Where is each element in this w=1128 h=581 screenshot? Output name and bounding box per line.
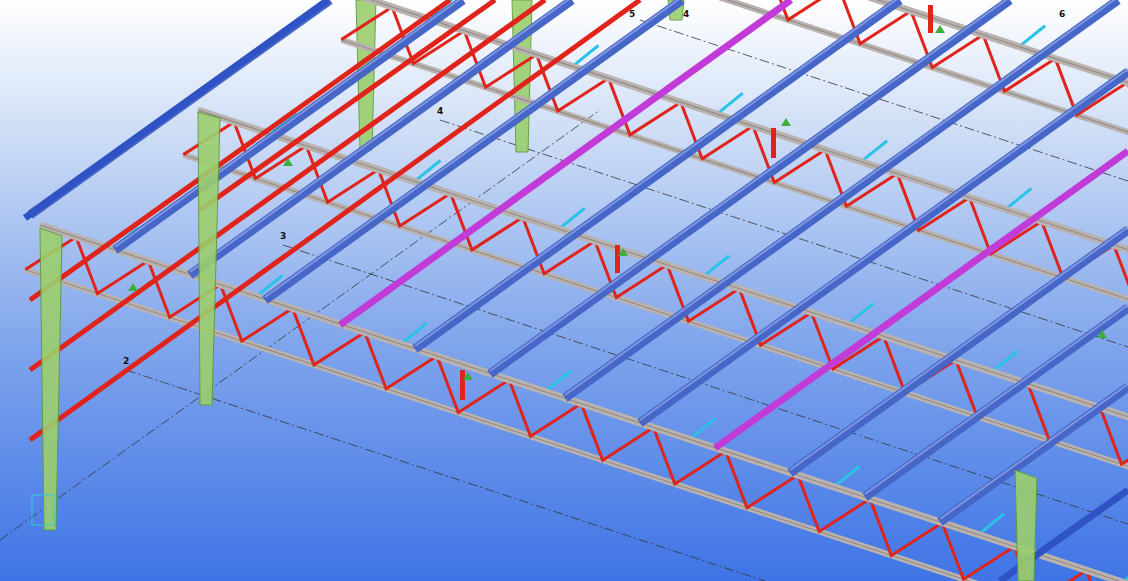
grid-label: 5 — [628, 9, 636, 19]
grid-label: 4 — [682, 9, 690, 19]
grid-label: 6 — [1058, 9, 1066, 19]
grid-label: 3 — [279, 231, 287, 241]
grid-label: 2 — [122, 356, 130, 366]
grid-label: 4 — [436, 106, 444, 116]
